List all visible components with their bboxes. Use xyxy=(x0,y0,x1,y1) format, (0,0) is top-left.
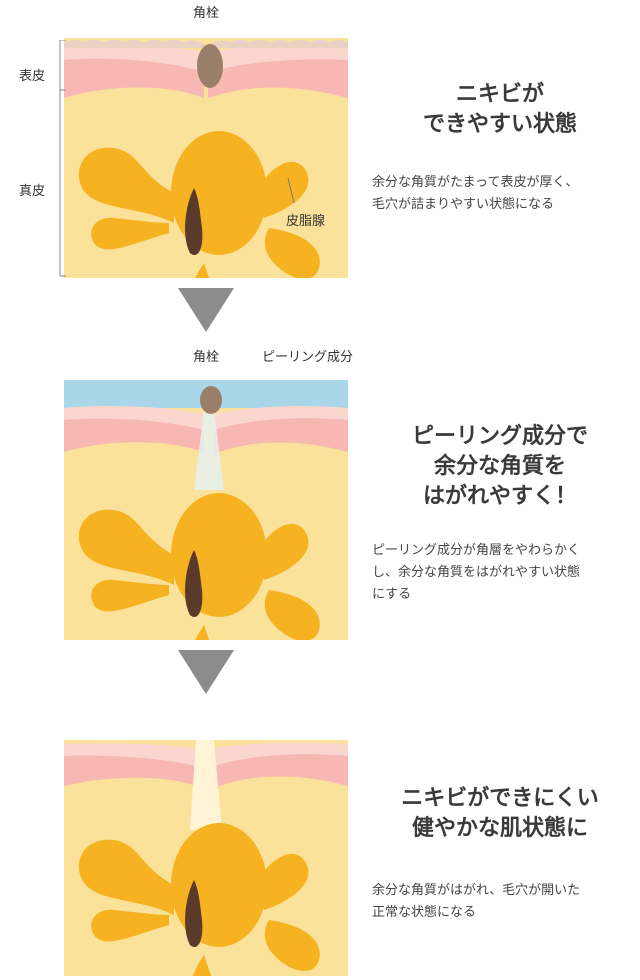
hair-root xyxy=(185,550,203,618)
hair-root xyxy=(185,188,203,256)
plug-icon xyxy=(200,386,222,414)
open-pore xyxy=(190,740,222,830)
down-arrow-icon xyxy=(178,288,234,332)
dead-cells-layer xyxy=(64,40,204,48)
panel-description: 余分な角質がはがれ、毛穴が開いた 正常な状態になる xyxy=(372,883,581,920)
skin-cross-section xyxy=(64,38,348,278)
panel-peeling: 角栓 ピーリング成分 ピーリング成分で 余分な角質を はがれやすく！ ピーリング… xyxy=(0,340,640,640)
plug-icon xyxy=(197,44,223,88)
peeling-label: ピーリング成分 xyxy=(262,350,354,365)
panel-healthy: ニキビができにくい 健やかな肌状態に 余分な角質がはがれ、毛穴が開いた 正常な状… xyxy=(0,740,640,980)
panel-description: ピーリング成分が角層をやわらかく し、余分な角質をはがれやすい状態 にする xyxy=(372,543,581,602)
plug-label: 角栓 xyxy=(193,350,220,365)
skin-cross-section xyxy=(64,380,348,640)
layer-bracket xyxy=(59,40,66,277)
down-arrow-icon xyxy=(178,650,234,694)
hair-root xyxy=(185,880,203,948)
dermis-label: 真皮 xyxy=(19,184,46,199)
panel-heading: ニキビが できやすい状態 xyxy=(422,82,577,137)
panel-description: 余分な角質がたまって表皮が厚く、 毛穴が詰まりやすい状態になる xyxy=(372,175,579,212)
epidermis-label: 表皮 xyxy=(19,69,46,84)
skin-cross-section xyxy=(64,740,348,976)
sebaceous-label: 皮脂腺 xyxy=(286,214,326,229)
panel-acne-prone: 角栓 表皮 真皮 皮脂腺 ニキビが できやすい状態 余分な角質がたまって表皮が厚… xyxy=(0,0,640,280)
panel-heading: ピーリング成分で 余分な角質を はがれやすく！ xyxy=(411,424,588,509)
plug-label: 角栓 xyxy=(193,6,220,21)
panel-heading: ニキビができにくい 健やかな肌状態に xyxy=(401,786,599,841)
